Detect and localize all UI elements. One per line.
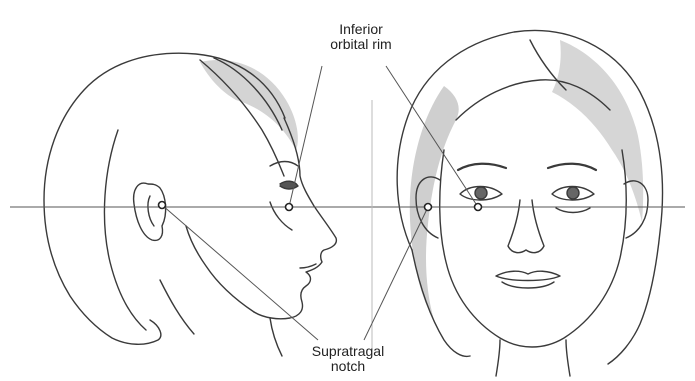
profile-eyebrow: [270, 162, 298, 167]
frontal-iris-left: [475, 187, 487, 199]
landmark-points: [159, 202, 482, 211]
frontal-face-outline: [440, 150, 627, 347]
profile-jaw: [186, 226, 254, 312]
frontal-nose: [508, 200, 544, 253]
point-orbital-profile: [286, 204, 293, 211]
profile-mouth-line: [300, 264, 316, 268]
profile-face-outline: [254, 118, 336, 319]
frontal-eyebrow-left: [458, 164, 506, 170]
profile-ear: [134, 183, 166, 240]
frontal-lower-lip: [502, 282, 554, 288]
frontal-neck-left: [496, 340, 500, 376]
point-orbital-frontal: [475, 204, 482, 211]
point-supratragal-frontal: [425, 204, 432, 211]
profile-hair-strand-3: [104, 130, 146, 330]
frontal-iris-right: [567, 187, 579, 199]
label-supratragal-notch: Supratragal notch: [302, 344, 394, 374]
frontal-mouth: [496, 271, 560, 280]
frontal-eye-crease-right: [556, 208, 590, 213]
profile-ear-inner: [148, 196, 154, 226]
label-supratragal-notch-line2: notch: [302, 359, 394, 374]
profile-eye: [280, 181, 298, 189]
profile-neck-back: [160, 280, 194, 334]
frontal-hair-shade-left: [410, 86, 459, 320]
point-supratragal-profile: [159, 202, 166, 209]
frontal-hair-shade-right: [552, 40, 643, 222]
frontal-neck-right: [566, 340, 570, 376]
label-supratragal-notch-line1: Supratragal: [302, 344, 394, 359]
label-inferior-orbital-rim-line1: Inferior: [318, 22, 404, 37]
frontal-eyebrow-right: [548, 164, 596, 170]
leader-supra-profile: [162, 205, 318, 340]
label-inferior-orbital-rim: Inferior orbital rim: [318, 22, 404, 52]
profile-neck-front: [270, 318, 282, 356]
label-inferior-orbital-rim-line2: orbital rim: [318, 37, 404, 52]
frontal-head: [397, 30, 662, 376]
